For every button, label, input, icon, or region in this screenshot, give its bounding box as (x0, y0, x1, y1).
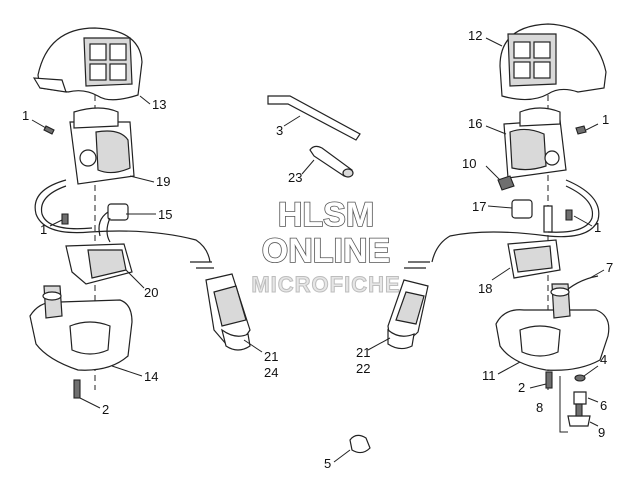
left-lower-housing (29, 285, 133, 371)
callout-3: 3 (276, 123, 283, 138)
callout-left-1b: 1 (40, 222, 47, 237)
right-small-parts (559, 374, 591, 433)
left-switch-body (65, 243, 133, 285)
left-switch-assembly (29, 27, 263, 409)
callout-right-6: 6 (600, 398, 607, 413)
callout-left-24: 24 (264, 365, 278, 380)
watermark-line1: HLSM (278, 196, 374, 234)
sleeve-23 (301, 145, 354, 178)
callout-right-4: 4 (600, 352, 607, 367)
left-switch-module (69, 107, 135, 185)
callout-left-20: 20 (144, 285, 158, 300)
left-screw-upper (43, 125, 55, 135)
callout-left-15: 15 (158, 207, 172, 222)
callout-right-12: 12 (468, 28, 482, 43)
right-lower-housing (495, 283, 610, 371)
watermark: HLSM ONLINE MICROFICHE (251, 195, 400, 297)
right-upper-cover (499, 23, 607, 101)
callout-right-1b: 1 (594, 220, 601, 235)
callout-left-19: 19 (156, 174, 170, 189)
callout-right-2: 2 (518, 380, 525, 395)
callout-left-2: 2 (102, 402, 109, 417)
callout-left-14: 14 (144, 369, 158, 384)
watermark-line3: MICROFICHE (251, 272, 400, 297)
callout-right-7: 7 (606, 260, 613, 275)
callout-right-1a: 1 (602, 112, 609, 127)
left-plug-assembly (190, 261, 251, 351)
callout-right-9: 9 (598, 425, 605, 440)
right-part-10 (497, 175, 515, 191)
right-bottom-screw (545, 371, 553, 389)
callout-right-22: 22 (356, 361, 370, 376)
callout-right-10: 10 (462, 156, 476, 171)
left-connector-15 (98, 203, 129, 243)
watermark-line2: ONLINE (262, 232, 390, 270)
cable-strap-3 (267, 95, 361, 141)
callout-left-1a: 1 (22, 108, 29, 123)
right-connector-17 (511, 199, 553, 233)
right-switch-module (503, 107, 567, 179)
callout-left-13: 13 (152, 97, 166, 112)
callout-right-11: 11 (482, 368, 496, 383)
right-screw-lower (565, 209, 573, 221)
callout-labels: 1 13 19 15 1 20 14 2 21 24 3 23 5 12 16 … (22, 28, 613, 471)
callout-23: 23 (288, 170, 302, 185)
left-screw-lower (61, 213, 69, 225)
right-wire-loop (431, 179, 600, 263)
left-wire-loop (34, 179, 211, 263)
callout-right-18: 18 (478, 281, 492, 296)
right-plug-assembly (387, 261, 430, 350)
right-switch-body (507, 239, 561, 279)
callout-right-16: 16 (468, 116, 482, 131)
right-switch-assembly (367, 23, 610, 433)
left-bottom-screw (73, 379, 81, 399)
callout-right-17: 17 (472, 199, 486, 214)
clip-5 (333, 434, 371, 463)
left-upper-cover (32, 27, 143, 101)
callout-left-21: 21 (264, 349, 278, 364)
callout-5: 5 (324, 456, 331, 471)
right-screw-upper (575, 125, 587, 135)
callout-right-8: 8 (536, 400, 543, 415)
callout-right-21: 21 (356, 345, 370, 360)
